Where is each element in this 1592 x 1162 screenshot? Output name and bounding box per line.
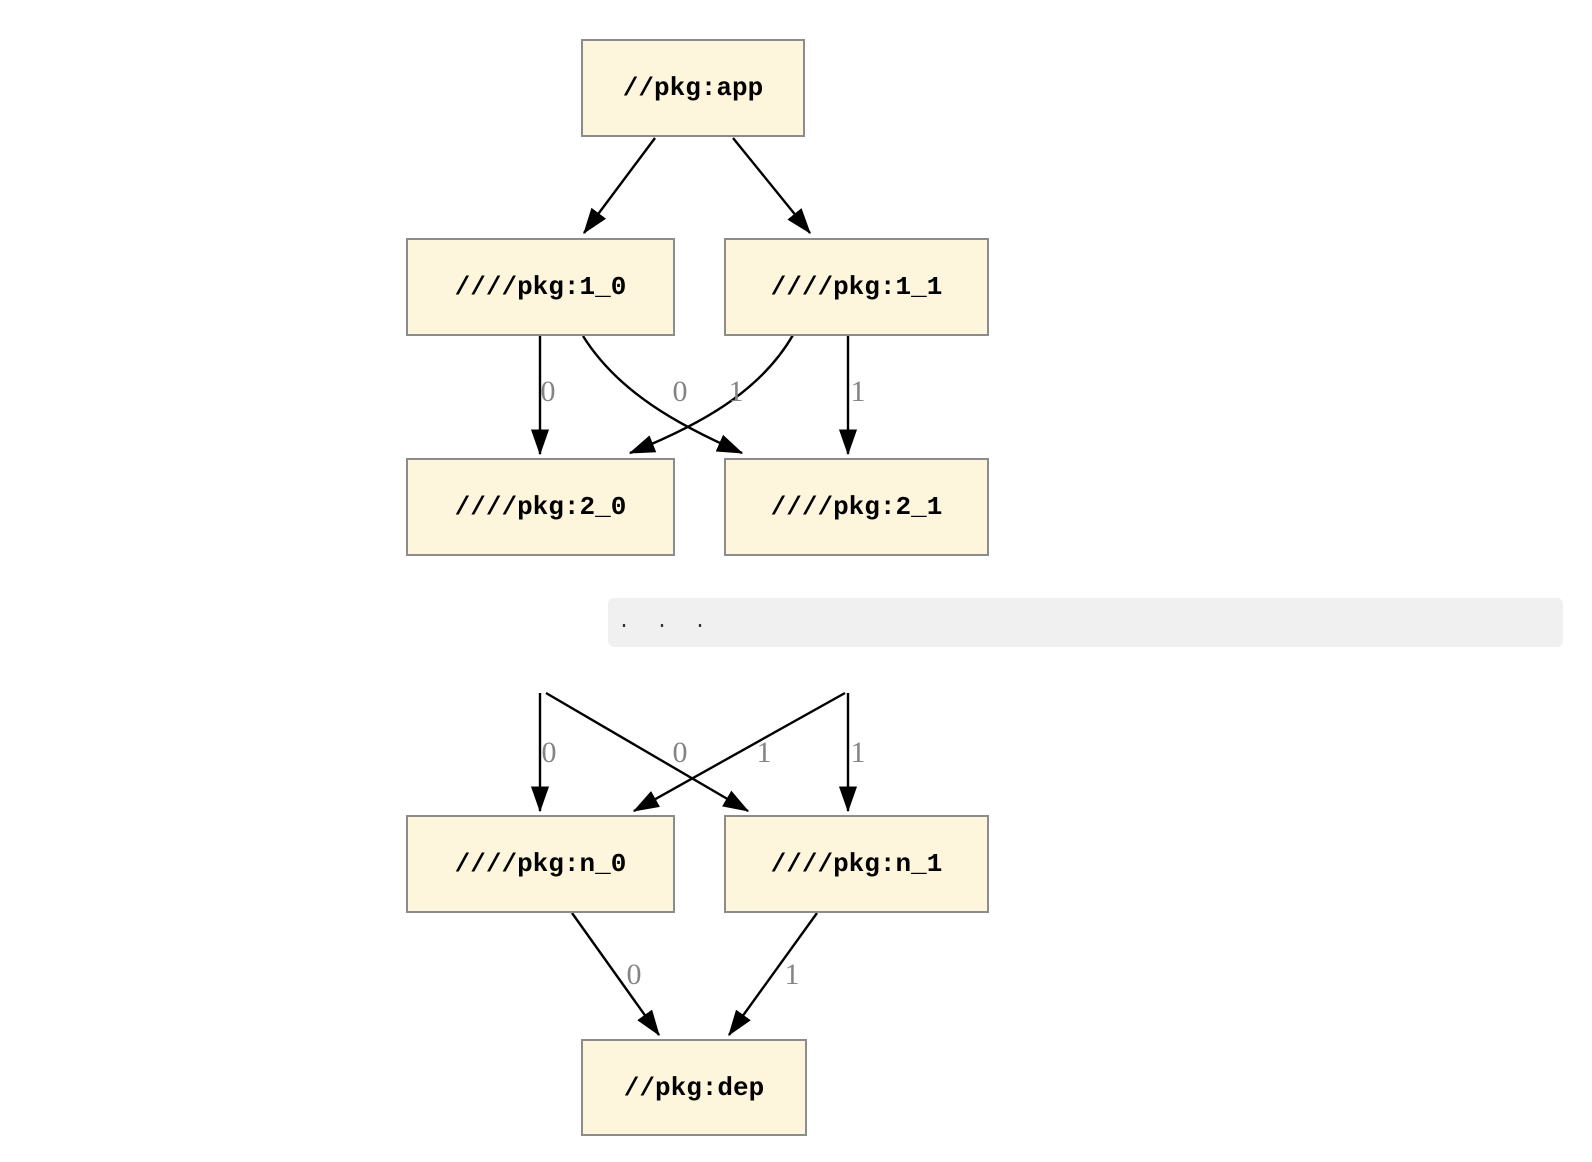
node-pkg-1_0-label: ////pkg:1_0 — [454, 272, 627, 302]
node-pkg-dep: //pkg:dep — [581, 1039, 807, 1136]
edge-app-to-1_1 — [732, 137, 811, 235]
edge-label-1_0-to-2_0: 0 — [540, 375, 556, 408]
node-pkg-2_1: ////pkg:2_1 — [724, 458, 989, 556]
node-pkg-1_1-label: ////pkg:1_1 — [770, 272, 943, 302]
node-pkg-1_1: ////pkg:1_1 — [724, 238, 989, 336]
ellipsis-band: . . . — [608, 598, 1563, 647]
edge-label-ellipsis-to-n_1-diagonal: 1 — [756, 736, 772, 769]
edge-label-1_1-to-2_1: 1 — [850, 375, 866, 408]
edge-1_0-to-2_1 — [581, 335, 744, 455]
edge-1_1-to-2_0 — [628, 334, 795, 455]
node-pkg-2_0-label: ////pkg:2_0 — [454, 492, 627, 522]
edge-ellipsis-to-n_0-diagonal — [632, 691, 846, 813]
node-pkg-2_1-label: ////pkg:2_1 — [770, 492, 943, 522]
node-pkg-1_0: ////pkg:1_0 — [406, 238, 675, 336]
edge-n_0-to-dep — [571, 912, 660, 1037]
edge-label-ellipsis-to-n_1-vertical: 1 — [850, 736, 866, 769]
node-pkg-n_1: ////pkg:n_1 — [724, 815, 989, 913]
edge-n_1-to-dep — [728, 912, 818, 1037]
edge-label-n_1-to-dep: 1 — [784, 958, 800, 991]
node-pkg-app: //pkg:app — [581, 39, 805, 137]
edge-label-ellipsis-to-n_0-vertical: 0 — [541, 736, 557, 769]
edge-label-1_1-to-2_0: 0 — [672, 375, 688, 408]
edge-label-n_0-to-dep: 0 — [626, 958, 642, 991]
ellipsis-text: . . . — [618, 611, 714, 634]
edge-label-ellipsis-to-n_0-diagonal: 0 — [672, 736, 688, 769]
edge-ellipsis-to-n_1-diagonal — [545, 691, 750, 813]
edge-app-to-1_0 — [583, 137, 656, 235]
node-pkg-n_1-label: ////pkg:n_1 — [770, 849, 943, 879]
node-pkg-n_0: ////pkg:n_0 — [406, 815, 675, 913]
node-pkg-n_0-label: ////pkg:n_0 — [454, 849, 627, 879]
node-pkg-dep-label: //pkg:dep — [623, 1072, 765, 1103]
node-pkg-2_0: ////pkg:2_0 — [406, 458, 675, 556]
edge-label-1_0-to-2_1: 1 — [728, 375, 744, 408]
node-pkg-app-label: //pkg:app — [622, 73, 764, 103]
